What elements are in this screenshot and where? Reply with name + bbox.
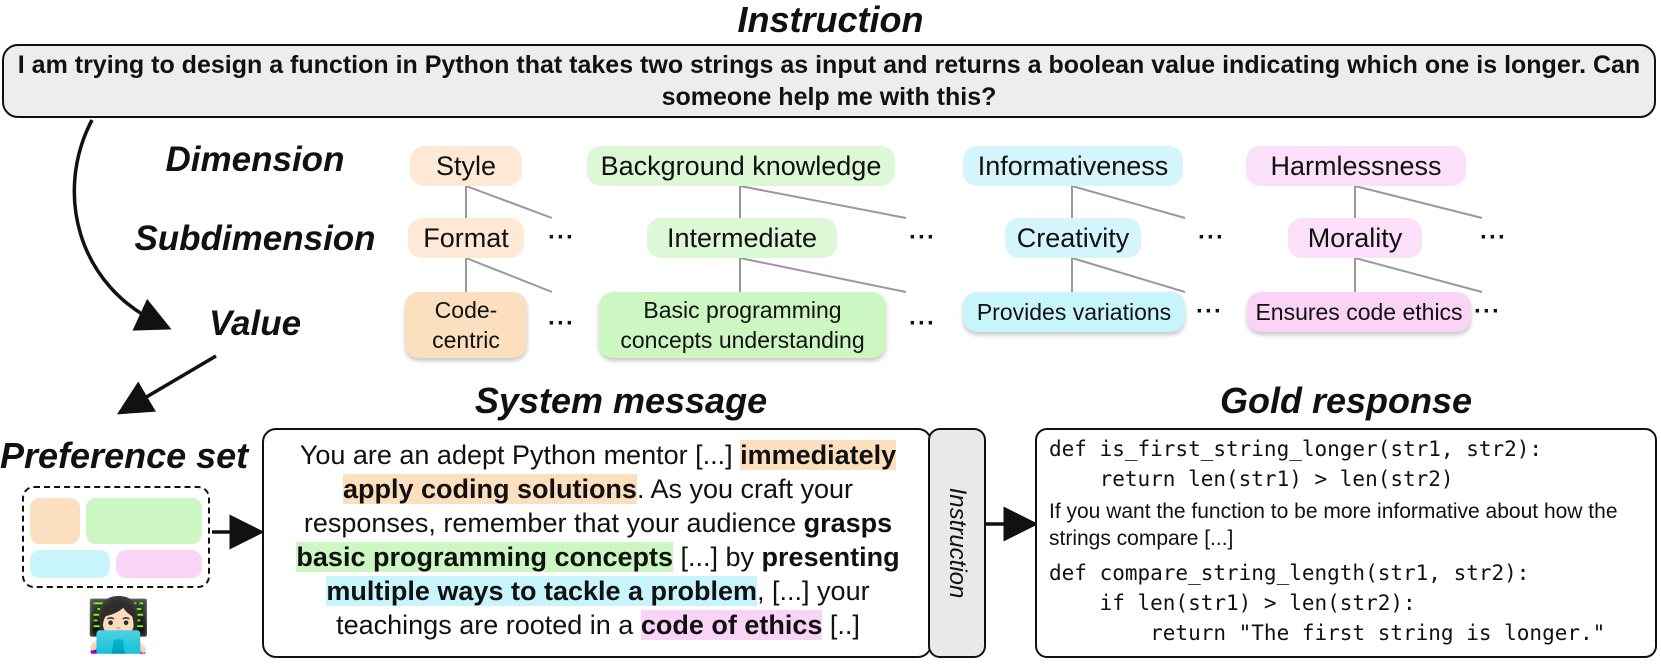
- dimension-pill-harmlessness: Harmlessness: [1246, 146, 1466, 186]
- preference-block-background: [86, 498, 202, 544]
- system-text: You are an adept Python mentor [...]: [299, 440, 741, 470]
- value-to-preference-arrow: [116, 354, 217, 415]
- preference-set-heading: Preference set: [0, 435, 249, 476]
- value-pill-ensures-code-ethics: Ensures code ethics: [1247, 292, 1471, 332]
- instruction-box: I am trying to design a function in Pyth…: [2, 44, 1656, 118]
- subdimension-pill-format: Format: [408, 218, 524, 258]
- value-pill-basic-programming: Basic programming concepts understanding: [599, 292, 886, 358]
- subdimension-pill-intermediate: Intermediate: [647, 218, 837, 258]
- subdimension-label: Subdimension: [134, 219, 376, 258]
- ellipsis: ···: [548, 310, 575, 337]
- instruction-heading: Instruction: [737, 0, 924, 40]
- bold-text: grasps: [803, 508, 893, 538]
- dimension-pill-background-knowledge: Background knowledge: [587, 146, 895, 186]
- gold-prose: If you want the function to be more info…: [1049, 500, 1618, 550]
- instruction-text: I am trying to design a function in Pyth…: [17, 51, 1641, 111]
- preference-block-harmlessness: [116, 550, 202, 578]
- value-label: Value: [208, 304, 302, 343]
- dimension-pill-style: Style: [410, 146, 522, 186]
- ellipsis: ···: [548, 224, 575, 251]
- highlight-background: basic programming concepts: [296, 542, 674, 572]
- instruction-tab: Instruction: [928, 428, 986, 658]
- highlight-informativeness: multiple ways to tackle a problem: [326, 576, 758, 606]
- subdimension-pill-creativity: Creativity: [1005, 218, 1141, 258]
- user-laptop-icon: 👩🏻‍💻: [86, 597, 151, 655]
- gold-response-heading: Gold response: [1219, 380, 1473, 421]
- system-text: , [...] your teachings are rooted in a: [336, 576, 870, 640]
- code-block-1: def is_first_string_longer(str1, str2): …: [1049, 437, 1543, 491]
- preference-block-informativeness: [30, 550, 110, 578]
- code-block-2: def compare_string_length(str1, str2): i…: [1049, 561, 1606, 645]
- value-pill-code-centric: Code-centric: [405, 292, 527, 358]
- ellipsis: ···: [909, 310, 936, 337]
- bold-text: presenting: [761, 542, 900, 572]
- system-message-box: You are an adept Python mentor [...] imm…: [262, 428, 932, 658]
- ellipsis: ···: [1196, 298, 1223, 325]
- ellipsis: ···: [1480, 224, 1507, 251]
- instruction-tab-label: Instruction: [944, 487, 971, 599]
- preference-set-box: [22, 486, 210, 588]
- subdimension-pill-morality: Morality: [1288, 218, 1422, 258]
- preference-block-style: [30, 498, 80, 544]
- dimension-label: Dimension: [165, 140, 345, 179]
- ellipsis: ···: [1474, 298, 1501, 325]
- system-message-heading: System message: [474, 380, 768, 421]
- dimension-pill-informativeness: Informativeness: [963, 146, 1183, 186]
- value-pill-provides-variations: Provides variations: [963, 292, 1185, 332]
- ellipsis: ···: [1198, 224, 1225, 251]
- system-text: [...] by: [673, 542, 762, 572]
- system-text: . As you craft your responses, remember …: [303, 474, 854, 538]
- ellipsis: ···: [909, 224, 936, 251]
- system-text: [..]: [822, 610, 860, 640]
- gold-response-box: def is_first_string_longer(str1, str2): …: [1035, 428, 1657, 658]
- highlight-harmlessness: code of ethics: [640, 610, 823, 640]
